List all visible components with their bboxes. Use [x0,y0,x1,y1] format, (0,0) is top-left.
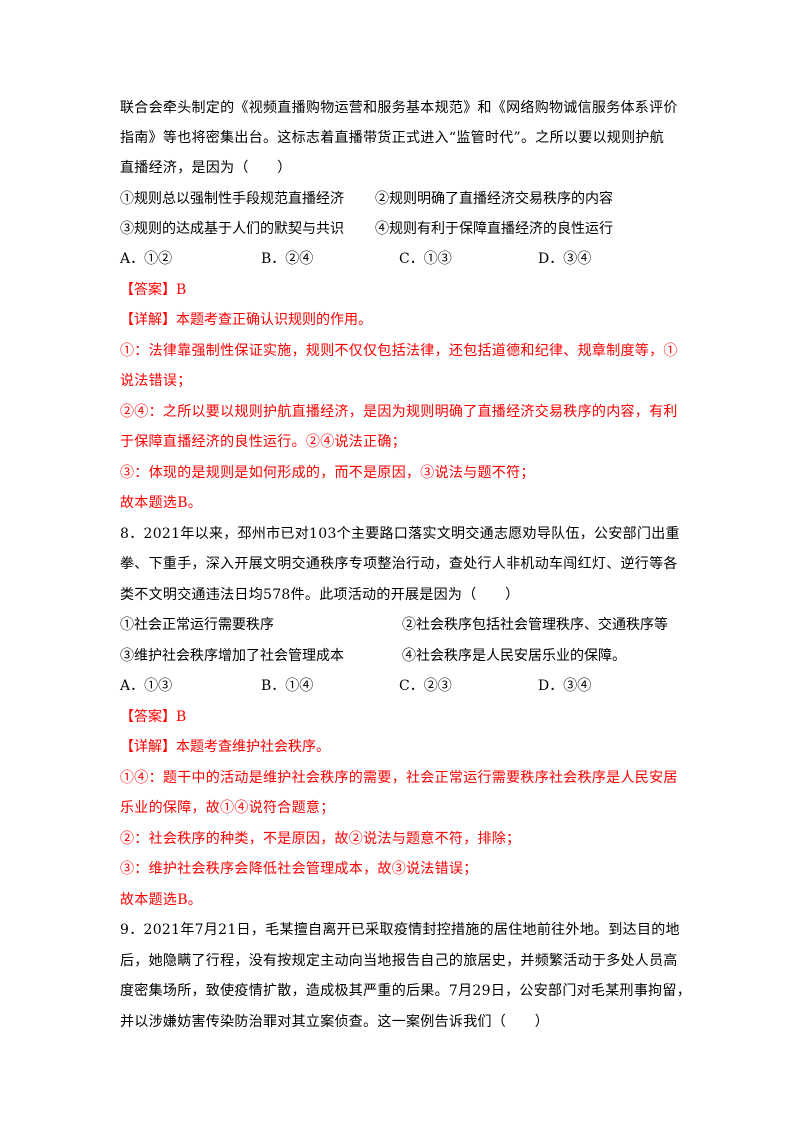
q9-stem-line-3: 度密集场所，致使疫情扩散，造成极其严重的后果。7月29日，公安部门对毛某刑事拘留… [120,983,692,999]
q8-choice-d: D．③④ [538,678,592,694]
q8-detail: 【详解】本题考查维护社会秩序。 [120,737,330,757]
q8-option-2: ②社会秩序包括社会管理秩序、交通秩序等 [402,617,668,633]
q7-stem-line-3: 直播经济，是因为（ ） [120,160,292,176]
q7-answer: 【答案】B [120,280,186,300]
answer-value: B [176,709,187,725]
q7-choice-a: A．①② [120,251,173,267]
answer-tag: 【答案】 [120,282,176,298]
q7-option-2: ②规则明确了直播经济交易秩序的内容 [375,191,613,207]
q8-stem-line-1: 8．2021年以来，邳州市已对103个主要路口落实文明交通志愿劝导队伍，公安部门… [120,526,680,542]
q8-analysis-line-5: 故本题选B。 [120,892,203,908]
q9-stem-line-1: 9．2021年7月21日，毛某擅自离开已采取疫情封控措施的居住地前往外地。到达目… [120,922,680,938]
q8-option-3: ③维护社会秩序增加了社会管理成本 [120,648,344,664]
q7-choice-c: C．①③ [399,251,452,267]
q8-option-1: ①社会正常运行需要秩序 [120,617,274,633]
q7-option-4: ④规则有利于保障直播经济的良性运行 [375,221,613,237]
q8-analysis-line-4: ③：维护社会秩序会降低社会管理成本，故③说法错误； [120,861,478,877]
q8-analysis-line-2: 乐业的保障，故①④说符合题意； [120,800,335,816]
detail-intro: 本题考查维护社会秩序。 [176,739,330,755]
q8-answer: 【答案】B [120,707,186,727]
q7-analysis-line-2: 说法错误； [120,373,192,389]
detail-tag: 【详解】 [120,739,176,755]
q7-option-3: ③规则的达成基于人们的默契与共识 [120,221,344,237]
answer-tag: 【答案】 [120,709,176,725]
q8-stem-line-2: 拳、下重手，深入开展文明交通秩序专项整治行动，查处行人非机动车闯红灯、逆行等各 [120,556,678,572]
q9-stem-line-2: 后，她隐瞒了行程，没有按规定主动向当地报告自己的旅居史，并频繁活动于多处人员高 [120,953,678,969]
q7-choice-d: D．③④ [538,251,592,267]
q7-analysis-line-1: ①：法律靠强制性保证实施，规则不仅仅包括法律，还包括道德和纪律、规章制度等，① [120,343,678,359]
q7-analysis-line-6: 故本题选B。 [120,495,203,511]
q8-option-4: ④社会秩序是人民安居乐业的保障。 [402,648,626,664]
q7-option-1: ①规则总以强制性手段规范直播经济 [120,191,344,207]
q7-detail: 【详解】本题考查正确认识规则的作用。 [120,310,372,330]
q8-analysis-line-1: ①④：题干中的活动是维护社会秩序的需要，社会正常运行需要秩序社会秩序是人民安居 [120,770,678,786]
q8-analysis-line-3: ②：社会秩序的种类，不是原因，故②说法与题意不符，排除； [120,831,521,847]
q7-choice-b: B．②④ [261,251,314,267]
q9-stem-line-4: 并以涉嫌妨害传染防治罪对其立案侦查。这一案例告诉我们（ ） [120,1014,549,1030]
q7-analysis-line-3: ②④：之所以要以规则护航直播经济，是因为规则明确了直播经济交易秩序的内容，有利 [120,404,678,420]
q7-stem-line-1: 联合会牵头制定的《视频直播购物运营和服务基本规范》和《网络购物诚信服务体系评价 [120,100,678,116]
answer-value: B [176,282,187,298]
q8-choice-c: C．②③ [399,678,452,694]
q8-stem-line-3: 类不文明交通违法日均578件。此项活动的开展是因为（ ） [120,587,520,603]
detail-tag: 【详解】 [120,312,176,328]
q8-choice-b: B．①④ [261,678,314,694]
q7-analysis-line-5: ③：体现的是规则是如何形成的，而不是原因，③说法与题不符； [120,465,535,481]
detail-intro: 本题考查正确认识规则的作用。 [176,312,372,328]
q7-analysis-line-4: 于保障直播经济的良性运行。②④说法正确； [120,434,406,450]
q7-stem-line-2: 指南》等也将密集出台。这标志着直播带货正式进入“监管时代”。之所以要以规则护航 [120,130,665,146]
q8-choice-a: A．①③ [120,678,173,694]
